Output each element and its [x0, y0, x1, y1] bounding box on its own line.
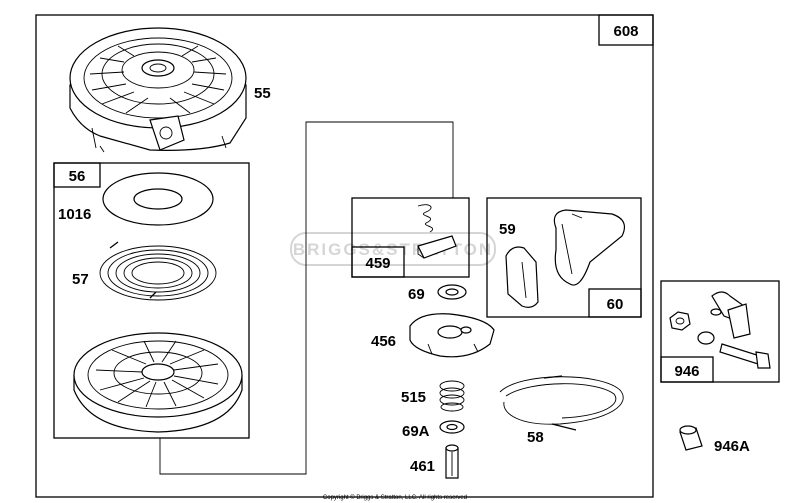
recoil-spring	[99, 241, 217, 301]
callout-housing: 55	[254, 85, 271, 102]
callout-rope: 58	[527, 429, 544, 446]
frame-number-box	[598, 14, 654, 46]
pawl-spring-and-pawl	[417, 204, 457, 259]
callout-retainer: 456	[371, 333, 396, 350]
connector-line-pulley	[159, 121, 454, 475]
handle-box-number: 60	[607, 296, 624, 313]
bolt-kit-number-frame	[660, 356, 714, 383]
callout-handle-insert: 59	[499, 221, 516, 238]
spring-515	[439, 380, 465, 412]
callout-washer: 1016	[58, 206, 91, 223]
starter-handle-box	[486, 197, 642, 318]
starter-housing	[69, 27, 247, 153]
watermark-text: BRIGGS&STRATTON	[293, 240, 493, 259]
outer-frame	[35, 14, 654, 498]
frame-number: 608	[613, 23, 638, 40]
pulley-box-number: 56	[69, 168, 86, 185]
washer-69a	[439, 420, 465, 434]
callout-bushing: 946A	[714, 438, 750, 455]
callout-spring: 57	[72, 271, 89, 288]
bolt-kit-number: 946	[674, 363, 699, 380]
pawl-kit-number-frame	[351, 246, 405, 278]
retainer-washer-69	[437, 284, 467, 300]
callout-pin: 461	[410, 458, 435, 475]
copyright-notice: Copyright © Briggs & Stratton, LLC. All …	[323, 494, 467, 501]
handle-insert	[505, 246, 539, 308]
pulley-assembly-box	[53, 162, 250, 439]
starter-rope	[499, 375, 624, 431]
bolt-kit-box	[660, 280, 780, 383]
retainer-456	[409, 313, 495, 358]
callout-washer-69a: 69A	[402, 423, 430, 440]
washer-1016	[102, 172, 214, 226]
pulley-box-number-frame	[53, 162, 101, 188]
watermark: BRIGGS&STRATTON	[290, 232, 496, 266]
pin-461	[445, 444, 459, 479]
callout-spring-515: 515	[401, 389, 426, 406]
pawl-kit-box	[351, 197, 470, 278]
handle-box-number-frame	[588, 288, 642, 318]
bolt-kit-parts	[669, 291, 771, 369]
bushing-946a	[679, 425, 703, 451]
starter-handle	[553, 209, 625, 286]
starter-pulley	[73, 332, 243, 433]
callout-retainer-washer: 69	[408, 286, 425, 303]
pawl-kit-number: 459	[365, 255, 390, 272]
